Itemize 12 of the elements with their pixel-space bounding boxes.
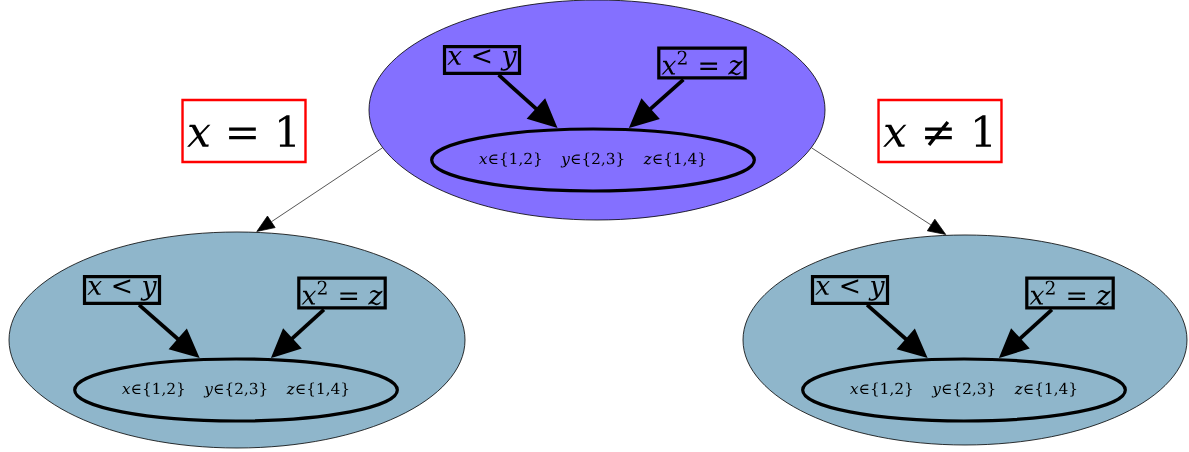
constraint-box: x < y (82, 275, 162, 305)
arrow (811, 147, 947, 235)
state-ellipse (742, 234, 1188, 446)
arrow (256, 147, 383, 232)
edge-label: x = 1 (181, 98, 307, 164)
constraint-box: x$^{2}$ = z (1025, 276, 1115, 310)
constraint-box: x < y (442, 45, 522, 75)
constraint-box: x < y (810, 275, 890, 305)
constraint-box: x$^{2}$ = z (297, 276, 387, 310)
state-ellipse (8, 231, 466, 449)
edge-label: x ≠ 1 (877, 98, 1003, 164)
constraint-box: x$^{2}$ = z (657, 46, 747, 80)
